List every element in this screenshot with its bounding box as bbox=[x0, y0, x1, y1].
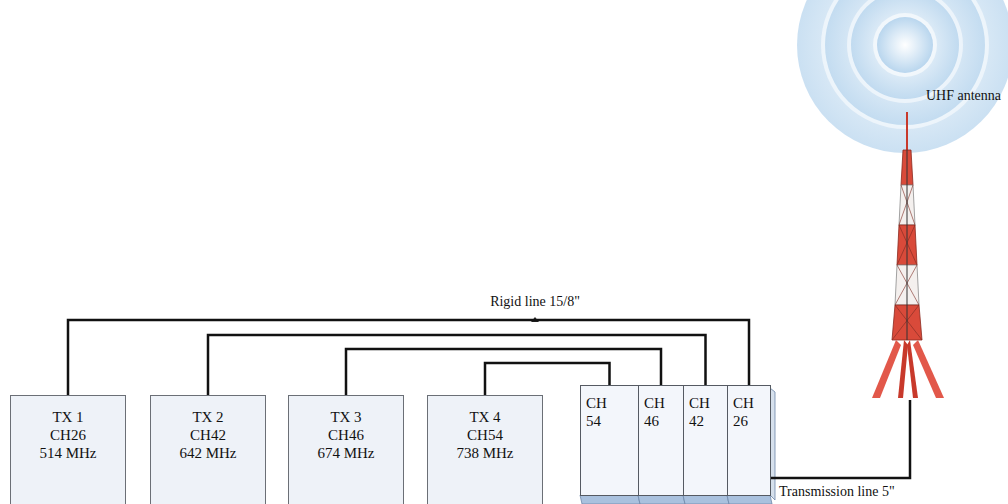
rigid-line bbox=[68, 320, 749, 395]
combiner-module: CH 54 bbox=[580, 385, 639, 496]
transmitter-text: 642 MHz bbox=[151, 444, 265, 462]
channel-label: CH 46 bbox=[644, 394, 670, 430]
transmitter-text: 514 MHz bbox=[11, 444, 125, 462]
transmitter-box: TX 1CH26514 MHz bbox=[10, 395, 126, 504]
channel-label: CH 42 bbox=[689, 394, 715, 430]
transmitter-text: 674 MHz bbox=[289, 444, 403, 462]
transmitter-text: 738 MHz bbox=[428, 444, 542, 462]
transmitter-box: TX 2CH42642 MHz bbox=[150, 395, 266, 504]
transmitter-text: TX 1 bbox=[11, 408, 125, 426]
line-label: Rigid line 15/8" bbox=[488, 294, 582, 310]
radio-waves bbox=[797, 0, 1008, 153]
transmitter-text: TX 4 bbox=[428, 408, 542, 426]
transmission-line bbox=[771, 400, 910, 478]
combiner-module: CH 46 bbox=[638, 385, 684, 496]
line-label: Transmission line 5" bbox=[777, 484, 897, 500]
channel-label: CH 54 bbox=[586, 394, 612, 430]
combiner-module: CH 42 bbox=[683, 385, 728, 496]
channel-label: CH 26 bbox=[733, 394, 759, 430]
antenna-label: UHF antenna bbox=[926, 88, 1001, 105]
tower bbox=[872, 112, 944, 398]
combiner-module: CH 26 bbox=[727, 385, 771, 496]
transmitter-text: CH54 bbox=[428, 426, 542, 444]
transmitter-text: CH42 bbox=[151, 426, 265, 444]
transmitter-text: TX 2 bbox=[151, 408, 265, 426]
transmitter-box: TX 4CH54738 MHz bbox=[427, 395, 543, 504]
transmitter-text: TX 3 bbox=[289, 408, 403, 426]
transmitter-text: CH26 bbox=[11, 426, 125, 444]
antenna: UHF antenna bbox=[885, 86, 1005, 400]
transmitter-box: TX 3CH46674 MHz bbox=[288, 395, 404, 504]
transmitter-text: CH46 bbox=[289, 426, 403, 444]
